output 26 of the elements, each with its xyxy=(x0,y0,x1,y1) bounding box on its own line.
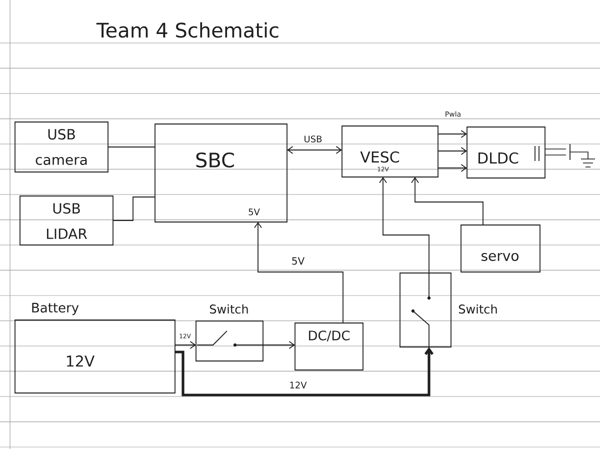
edge-label: 12V xyxy=(290,382,307,388)
edge-label: 5V xyxy=(292,257,305,265)
block-box: USB camera xyxy=(14,122,108,172)
block-box: USB LIDAR xyxy=(20,196,114,246)
arrow xyxy=(174,341,196,349)
heading-label: Switch xyxy=(210,304,248,314)
block-box: DC/DC xyxy=(294,322,364,370)
arrow xyxy=(175,347,434,396)
arrow xyxy=(379,177,430,274)
title: Team 4 Schematic xyxy=(96,22,278,38)
connector-line xyxy=(112,196,156,221)
arrow xyxy=(438,164,467,172)
connector-line xyxy=(108,146,156,148)
caption-label: Switch xyxy=(458,304,497,314)
arrow xyxy=(287,146,342,154)
port-label: 5V xyxy=(248,208,260,216)
arrow xyxy=(438,147,467,155)
block-box: DLDC xyxy=(466,126,546,178)
heading-label: Battery xyxy=(32,302,79,316)
arrow xyxy=(411,177,484,226)
edge-label: USB xyxy=(304,136,322,142)
arrow xyxy=(262,341,295,349)
arrow xyxy=(254,222,344,324)
block-box: 12V xyxy=(14,320,176,394)
block-box: servo xyxy=(460,224,540,272)
arrow xyxy=(438,130,467,138)
